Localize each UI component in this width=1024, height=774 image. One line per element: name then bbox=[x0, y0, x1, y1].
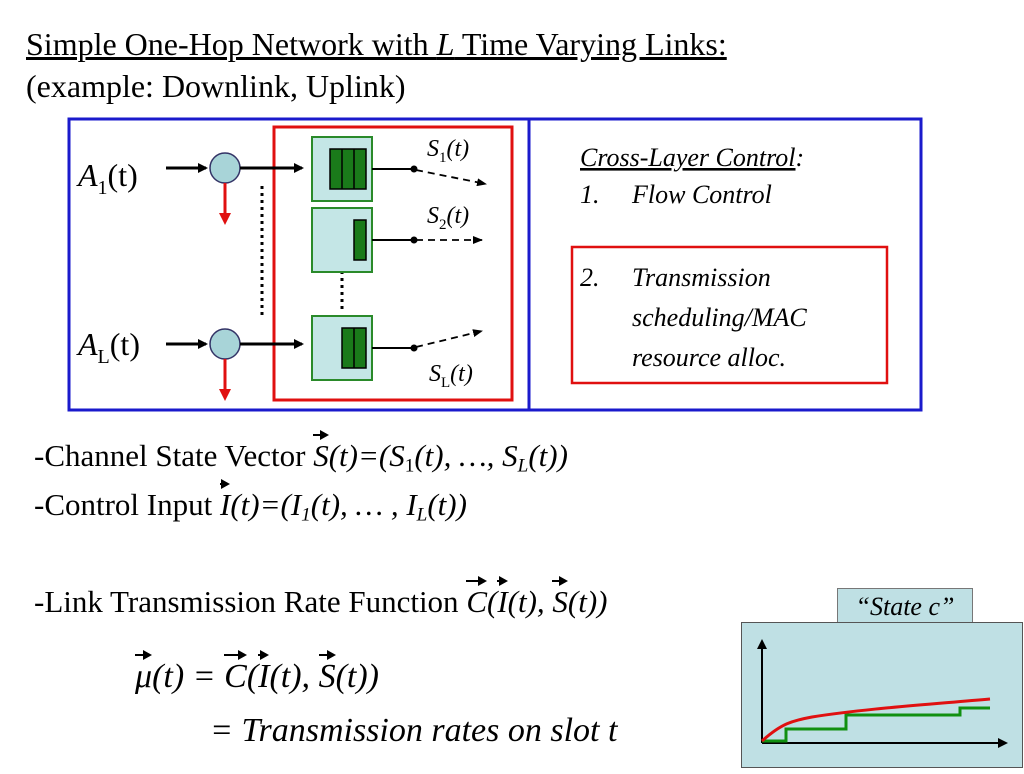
channel-label-L: SL(t) bbox=[429, 361, 473, 391]
control-input-line: -Control Input I(t)=(I1(t), … , IL(t)) bbox=[34, 479, 467, 524]
channel-state-vector-line: -Channel State Vector S(t)=(S1(t), …, SL… bbox=[34, 430, 568, 475]
channel-label-2: S2(t) bbox=[427, 203, 469, 233]
cross-layer-item-2-line-1: Transmission bbox=[632, 263, 771, 292]
rate-curve-panel bbox=[741, 622, 1023, 768]
step-rate-curve bbox=[762, 706, 990, 743]
mu-equation: μ(t) = C(I(t), S(t)) bbox=[135, 650, 379, 696]
rate-function-line: -Link Transmission Rate Function C(I(t),… bbox=[34, 576, 608, 620]
concave-rate-curve bbox=[760, 697, 991, 743]
queue-2 bbox=[311, 207, 373, 273]
cross-layer-item-1-text: Flow Control bbox=[631, 180, 772, 209]
arrival-label-L: AL(t) bbox=[76, 326, 140, 368]
outer-system-box bbox=[67, 117, 923, 412]
cross-layer-heading: Cross-Layer Control: bbox=[580, 143, 804, 172]
channel-label-1: S1(t) bbox=[427, 136, 469, 166]
flow-node-1 bbox=[209, 152, 241, 184]
cross-layer-item-2-line-3: resource alloc. bbox=[632, 343, 786, 372]
channel-switch-2 bbox=[410, 236, 418, 244]
channel-switch-1 bbox=[410, 165, 418, 173]
channel-arrow-1 bbox=[415, 169, 487, 187]
queue-1 bbox=[311, 136, 373, 202]
arrival-label-1: A1(t) bbox=[76, 157, 138, 199]
scheduler-box bbox=[272, 125, 514, 402]
slide-title: Simple One-Hop Network with L Time Varyi… bbox=[26, 26, 727, 62]
rate-curve-plot bbox=[757, 639, 1008, 748]
channel-switch-L bbox=[410, 344, 418, 352]
cross-layer-item-2-line-2: scheduling/MAC bbox=[632, 303, 807, 332]
cross-layer-item-2-num: 2. bbox=[580, 263, 600, 292]
transmission-rates-equation: = Transmission rates on slot t bbox=[210, 712, 618, 749]
queue-L bbox=[311, 315, 373, 381]
flow-node-L bbox=[209, 328, 241, 360]
state-label: “State c” bbox=[837, 588, 973, 626]
cross-layer-item-1-num: 1. bbox=[580, 180, 600, 209]
network-diagram: A1(t) AL(t) S1(t) S2(t) SL(t) Cr bbox=[67, 117, 923, 412]
slide-subtitle: (example: Downlink, Uplink) bbox=[26, 68, 406, 104]
mac-highlight-box bbox=[570, 245, 889, 385]
channel-arrow-L bbox=[415, 329, 483, 348]
